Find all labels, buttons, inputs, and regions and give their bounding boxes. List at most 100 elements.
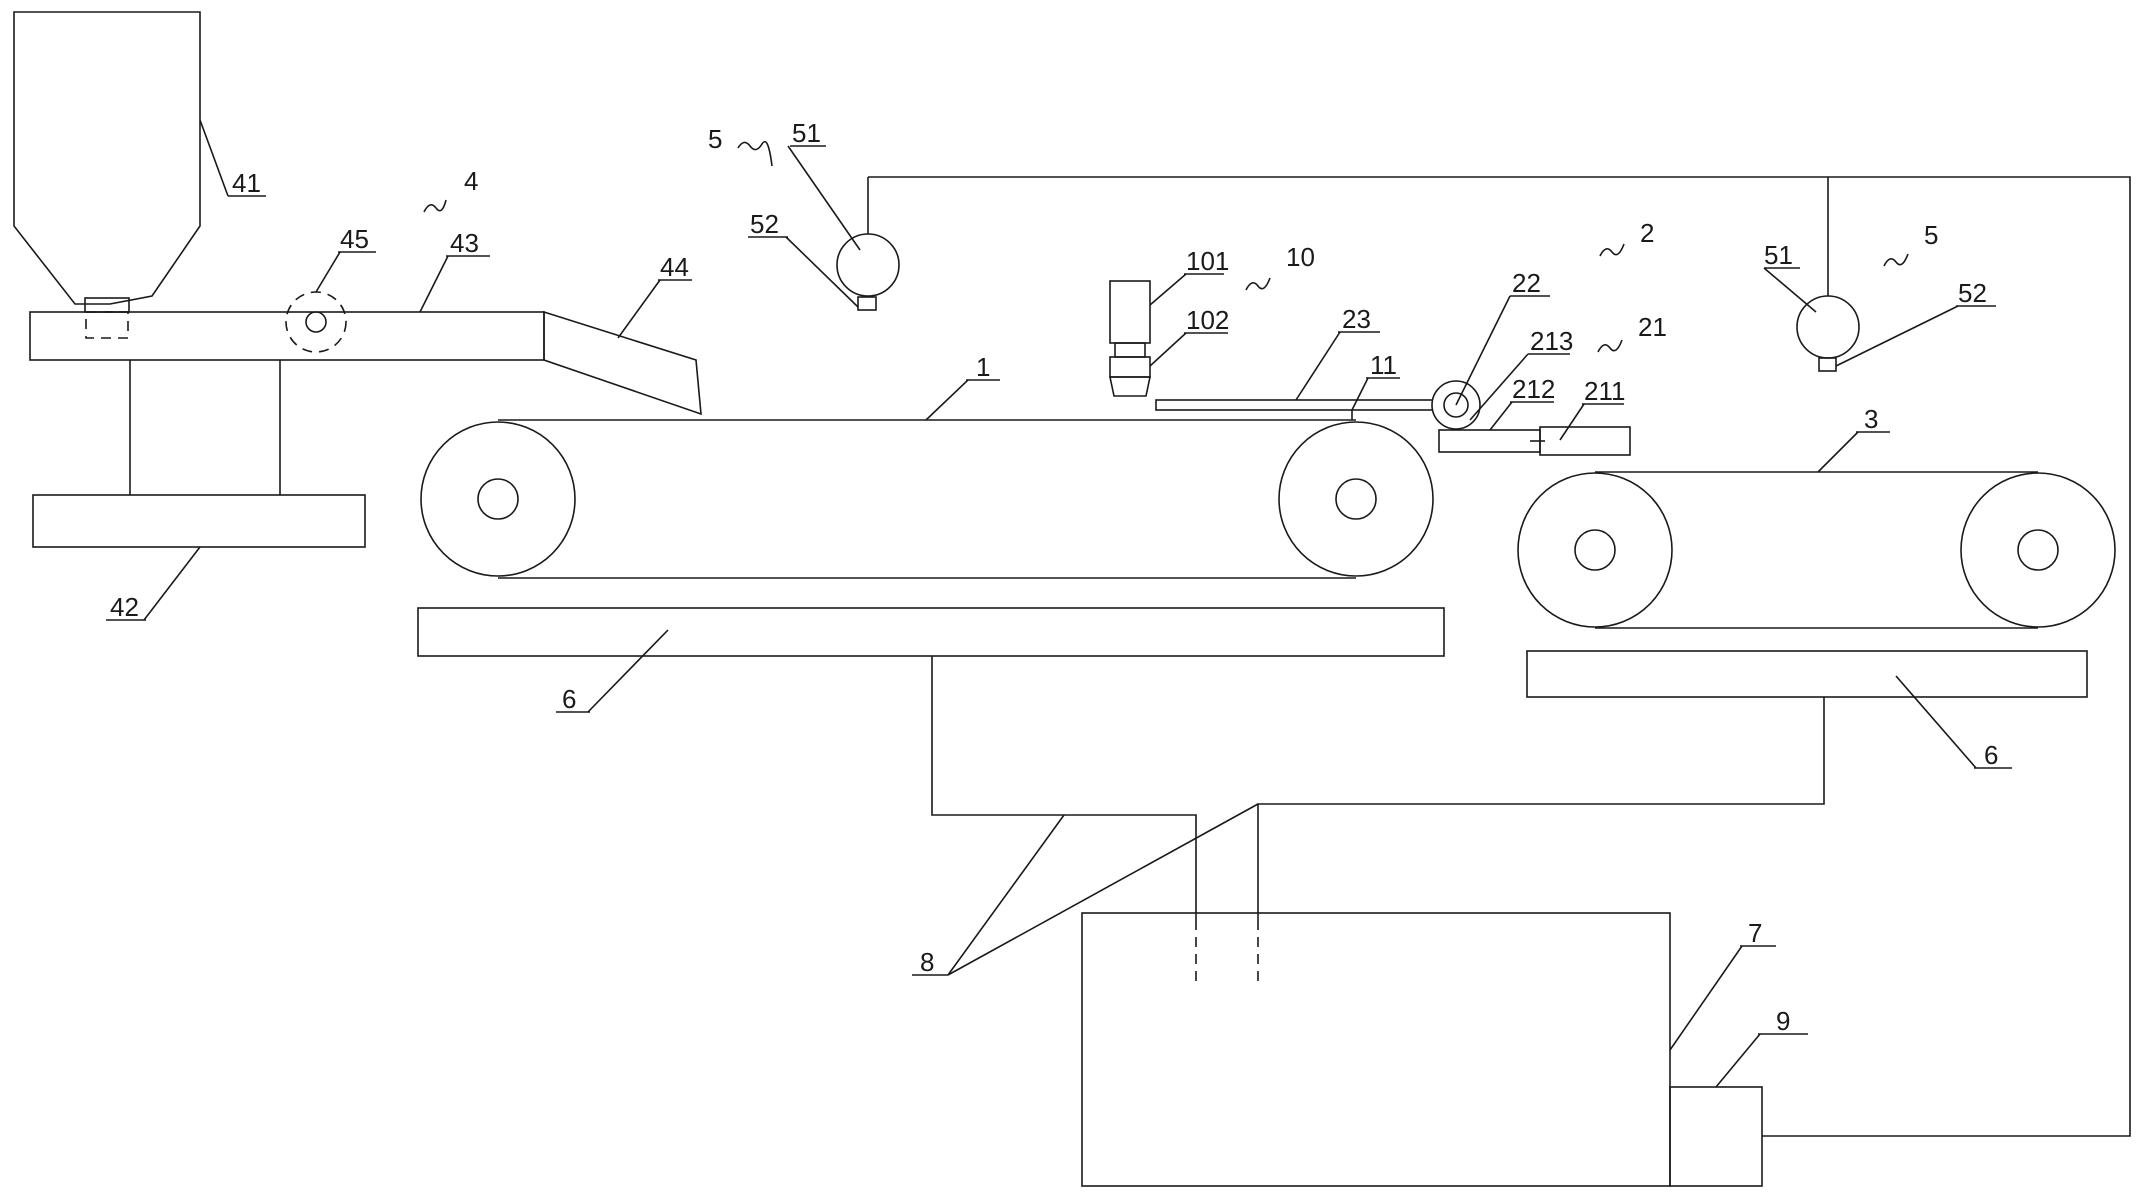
leader-41 bbox=[199, 119, 229, 197]
drum-left-hub bbox=[477, 478, 519, 520]
label-23: 23 bbox=[1342, 304, 1371, 334]
leader-213 bbox=[1469, 353, 1529, 421]
leader-8a bbox=[947, 814, 1065, 976]
hopper bbox=[13, 11, 201, 305]
leader-42 bbox=[143, 546, 201, 621]
drum-right bbox=[1278, 421, 1434, 577]
label-52-left: 52 bbox=[750, 209, 779, 239]
leader-102 bbox=[1149, 332, 1187, 367]
main-conveyor bbox=[417, 419, 1445, 657]
label-21: 21 bbox=[1638, 312, 1667, 342]
feed-conveyor-43 bbox=[29, 311, 545, 361]
drum3-right bbox=[1960, 472, 2116, 628]
collection-tank bbox=[1081, 912, 1763, 1187]
spray-tank-51-right bbox=[1796, 295, 1860, 359]
leader-1 bbox=[925, 379, 969, 421]
label-6-left: 6 bbox=[562, 684, 576, 714]
label-5-right: 5 bbox=[1924, 220, 1938, 250]
leader-51-right bbox=[1763, 267, 1817, 313]
top-supply-pipe bbox=[868, 176, 2131, 1137]
feeder-base-42 bbox=[32, 494, 366, 548]
nozzle-52-right bbox=[1818, 357, 1837, 372]
discharge-chute-44 bbox=[543, 310, 702, 416]
tilde-5-right bbox=[1883, 253, 1909, 267]
label-211: 211 bbox=[1584, 376, 1625, 406]
drum-left bbox=[420, 421, 576, 577]
second-conveyor bbox=[1517, 471, 2116, 698]
nozzle-52-left bbox=[857, 296, 877, 311]
label-22: 22 bbox=[1512, 268, 1541, 298]
drum3-left-hub bbox=[1574, 529, 1616, 571]
drum3-right-hub bbox=[2017, 529, 2059, 571]
leader-23 bbox=[1295, 331, 1341, 401]
wheel-22-inner bbox=[1443, 392, 1469, 418]
leader-51-left bbox=[787, 145, 861, 251]
label-8: 8 bbox=[920, 947, 934, 977]
feed-roller-45 bbox=[285, 291, 347, 353]
label-52-right: 52 bbox=[1958, 278, 1987, 308]
leader-6-right bbox=[1895, 675, 1977, 769]
drum3-left bbox=[1517, 472, 1673, 628]
support-tray-6-left bbox=[417, 607, 1445, 657]
leader-101 bbox=[1149, 273, 1187, 306]
leader-45 bbox=[315, 251, 341, 293]
return-pipe-left bbox=[931, 656, 1197, 920]
hopper-outlet-hidden bbox=[85, 311, 129, 339]
coupling-102b bbox=[1109, 356, 1151, 378]
press-head bbox=[1109, 376, 1151, 397]
support-tray-6-right bbox=[1526, 650, 2088, 698]
pump-9 bbox=[1669, 1086, 1763, 1187]
leader-22 bbox=[1455, 295, 1511, 406]
label-4: 4 bbox=[464, 166, 478, 196]
hopper-outlet bbox=[84, 297, 130, 313]
tilde-5-left bbox=[737, 140, 773, 167]
leader-3 bbox=[1817, 431, 1859, 473]
motor-101 bbox=[1109, 280, 1151, 344]
cylinder-head-211 bbox=[1539, 426, 1631, 456]
label-44: 44 bbox=[660, 252, 689, 282]
leader-44 bbox=[617, 279, 661, 339]
leader-7 bbox=[1669, 945, 1743, 1051]
return-pipe-right bbox=[1257, 697, 1825, 920]
labels: 41 4 45 43 44 42 5 51 52 101 10 102 23 1… bbox=[110, 118, 1998, 1036]
leader-9 bbox=[1715, 1033, 1761, 1088]
label-6-right: 6 bbox=[1984, 740, 1998, 770]
drum-right-hub bbox=[1335, 478, 1377, 520]
tilde-21 bbox=[1597, 339, 1623, 353]
label-102: 102 bbox=[1186, 305, 1229, 335]
label-2: 2 bbox=[1640, 218, 1654, 248]
label-5-left: 5 bbox=[708, 124, 722, 154]
feed-roller-45-hub bbox=[305, 311, 327, 333]
blade-23 bbox=[1155, 399, 1457, 411]
label-213: 213 bbox=[1530, 326, 1573, 356]
feeding-device bbox=[13, 11, 702, 548]
leader-211 bbox=[1559, 403, 1585, 441]
leader-lines bbox=[106, 119, 2012, 1088]
label-212: 212 bbox=[1512, 374, 1555, 404]
label-51-right: 51 bbox=[1764, 240, 1793, 270]
leader-52-right bbox=[1835, 305, 1959, 367]
coupling-102a bbox=[1114, 342, 1146, 358]
pressing-unit bbox=[1109, 280, 1151, 397]
spray-unit-right bbox=[1796, 177, 1860, 372]
label-1: 1 bbox=[976, 352, 990, 382]
label-7: 7 bbox=[1748, 918, 1762, 948]
label-41: 41 bbox=[232, 168, 261, 198]
leader-212 bbox=[1489, 401, 1513, 431]
spray-tank-51-left bbox=[836, 233, 900, 297]
label-9: 9 bbox=[1776, 1006, 1790, 1036]
label-43: 43 bbox=[450, 228, 479, 258]
label-45: 45 bbox=[340, 224, 369, 254]
label-11: 11 bbox=[1370, 350, 1397, 380]
leader-8b bbox=[947, 803, 1259, 976]
label-42: 42 bbox=[110, 592, 139, 622]
label-51-left: 51 bbox=[792, 118, 821, 148]
label-101: 101 bbox=[1186, 246, 1229, 276]
cylinder-212 bbox=[1438, 429, 1541, 453]
leader-52-left bbox=[785, 236, 859, 308]
spray-unit-left bbox=[836, 177, 900, 311]
leader-43 bbox=[419, 255, 449, 313]
tank-7 bbox=[1081, 912, 1671, 1187]
label-3: 3 bbox=[1864, 404, 1878, 434]
